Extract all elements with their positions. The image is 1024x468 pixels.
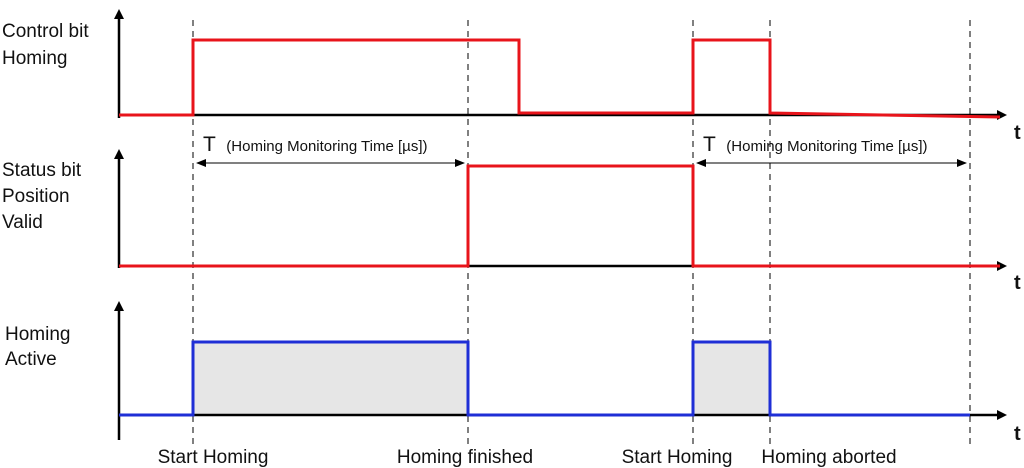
interval-2-label: T (Homing Monitoring Time [µs]) (703, 133, 927, 156)
control-signal-trace (119, 38, 1001, 119)
active-label-line2: Active (5, 349, 57, 370)
control-time-axis-label: t (1014, 122, 1021, 144)
active-time-axis-label: t (1014, 423, 1021, 445)
interval-1-arrowhead-right (455, 159, 465, 167)
status-label-line3: Valid (2, 212, 43, 233)
event-homing-aborted: Homing aborted (761, 447, 896, 468)
event-start-homing-1: Start Homing (158, 447, 269, 468)
event-homing-finished: Homing finished (397, 447, 533, 468)
status-label-line1: Status bit (2, 160, 82, 181)
status-label-line2: Position (2, 186, 70, 207)
control-label-line1: Control bit (2, 21, 89, 42)
interval-1-arrowhead-left (196, 159, 206, 167)
interval-1-text: (Homing Monitoring Time [µs]) (226, 138, 427, 155)
interval-1-label: T (Homing Monitoring Time [µs]) (203, 133, 427, 156)
status-time-axis-label: t (1014, 272, 1021, 294)
event-start-homing-2: Start Homing (622, 447, 733, 468)
status-signal-trace (119, 164, 1000, 268)
event-labels: Start Homing Homing finished Start Homin… (158, 447, 897, 468)
control-bit-row: Control bit Homing t (2, 9, 1021, 144)
active-signal-trace (119, 340, 970, 417)
homing-active-row: Homing Active t (5, 301, 1021, 445)
interval-2: T (Homing Monitoring Time [µs]) (696, 133, 967, 167)
active-label-line1: Homing (5, 324, 70, 345)
interval-2-symbol: T (703, 133, 716, 156)
interval-1: T (Homing Monitoring Time [µs]) (196, 133, 465, 167)
active-pulse-fill-2 (693, 342, 770, 415)
control-label-line2: Homing (2, 48, 67, 69)
interval-2-text: (Homing Monitoring Time [µs]) (726, 138, 927, 155)
interval-2-arrowhead-left (696, 159, 706, 167)
status-bit-row: Status bit Position Valid t (2, 149, 1021, 294)
interval-2-arrowhead-right (957, 159, 967, 167)
interval-1-symbol: T (203, 133, 216, 156)
active-pulse-fill-1 (193, 342, 468, 415)
